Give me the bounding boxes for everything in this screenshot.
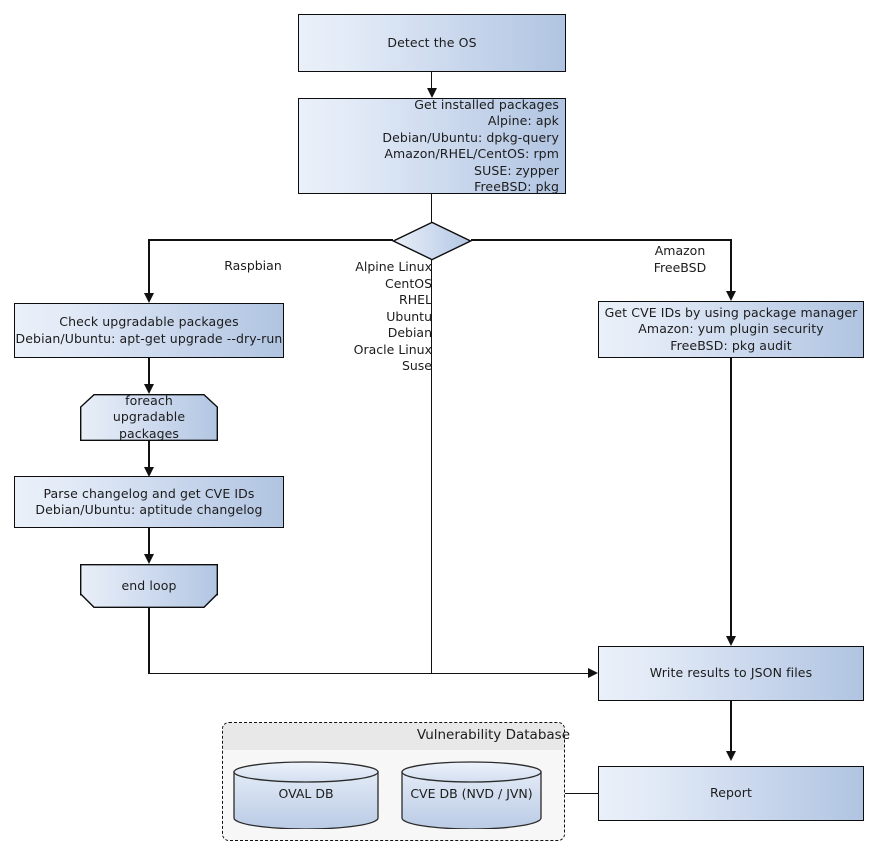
arrowhead-raspbian — [144, 293, 154, 303]
arrowhead-cve-to-write — [726, 636, 736, 646]
cylinder-oval-db[interactable] — [233, 761, 379, 829]
node-parse-changelog[interactable]: Parse changelog and get CVE IDs Debian/U… — [14, 476, 284, 528]
edge-amazon-drop — [730, 239, 732, 292]
edge-endloop-down — [148, 608, 150, 674]
arrowhead-foreach-to-parse — [144, 467, 154, 477]
cylinder-label-cve-db: CVE DB (NVD / JVN) — [410, 786, 533, 801]
cylinder-cve-db[interactable] — [401, 761, 542, 829]
arrowhead-endloop-to-write — [588, 668, 598, 678]
arrowhead-check-to-foreach — [144, 384, 154, 394]
node-write-results-json[interactable]: Write results to JSON files — [598, 646, 864, 701]
edge-foreach-to-parse — [148, 441, 150, 469]
arrowhead-amazon — [726, 291, 736, 301]
arrowhead-write-to-report — [726, 751, 736, 761]
edge-cve-to-write — [730, 358, 732, 638]
edge-middle-distros — [431, 259, 433, 673]
edge-branch-right — [471, 239, 732, 241]
group-title-vulnerability-database: Vulnerability Database — [416, 727, 570, 743]
node-end-loop[interactable]: end loop — [80, 564, 218, 608]
cylinder-label-oval-db: OVAL DB — [278, 786, 334, 801]
node-detect-os[interactable]: Detect the OS — [298, 14, 566, 72]
edge-label-amazon-freebsd: Amazon FreeBSD — [653, 243, 707, 275]
node-report[interactable]: Report — [598, 766, 864, 821]
edge-label-raspbian: Raspbian — [224, 258, 282, 273]
node-get-cve-ids-package-manager[interactable]: Get CVE IDs by using package manager Ama… — [598, 301, 864, 358]
decision-diamond-icon — [391, 221, 473, 261]
edge-endloop-to-write — [148, 672, 591, 674]
edge-write-to-report — [730, 701, 732, 753]
edge-branch-left — [149, 239, 393, 241]
node-get-installed-packages[interactable]: Get installed packages Alpine: apk Debia… — [298, 97, 566, 194]
edge-cvedb-to-report — [540, 792, 598, 794]
node-check-upgradable-packages[interactable]: Check upgradable packages Debian/Ubuntu:… — [14, 303, 284, 358]
edge-label-distros: Alpine Linux CentOS RHEL Ubuntu Debian O… — [353, 259, 432, 373]
edge-raspbian-drop — [148, 239, 150, 296]
edge-packages-to-decision — [431, 194, 433, 223]
edge-check-to-foreach — [148, 358, 150, 386]
node-os-decision[interactable] — [391, 221, 473, 261]
edge-parse-to-endloop — [148, 528, 150, 556]
edge-detect-to-packages — [431, 72, 433, 90]
arrowhead-parse-to-endloop — [144, 554, 154, 564]
arrowhead-detect-to-packages — [426, 88, 437, 98]
node-foreach-loop-start[interactable]: foreach upgradable packages — [80, 394, 218, 441]
group-title-band — [223, 723, 564, 750]
